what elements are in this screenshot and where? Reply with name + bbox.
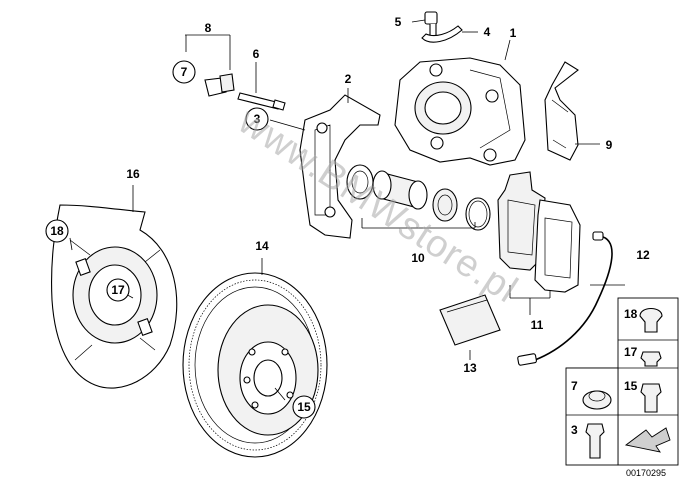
brake-pad-set <box>497 171 581 293</box>
arrow-icon <box>624 427 671 453</box>
callout-7-circle <box>172 60 196 84</box>
callout-14: 14 <box>255 239 269 253</box>
callout-15: 15 <box>297 400 311 414</box>
diagram-code: 00170295 <box>626 468 666 478</box>
callout-11: 11 <box>531 318 544 332</box>
callout-9: 9 <box>606 138 613 152</box>
legend-17: 17 <box>624 345 638 359</box>
callout-10: 10 <box>411 251 425 265</box>
piston-kit <box>346 164 491 231</box>
callout-17-circle <box>106 278 130 302</box>
callout-13: 13 <box>463 361 477 375</box>
grease-sachet <box>439 294 501 346</box>
anti-rattle-spring <box>544 61 579 161</box>
callout-6: 6 <box>253 47 260 61</box>
callout-18: 18 <box>50 224 64 238</box>
fastener-legend: 18 17 7 15 3 <box>565 297 679 466</box>
callout-18-circle <box>45 219 69 243</box>
brake-caliper <box>394 57 526 166</box>
legend-7: 7 <box>571 379 578 393</box>
wear-sensor <box>517 231 613 366</box>
callout-8: 8 <box>205 21 212 35</box>
callout-labels: 8 6 7 3 2 5 4 1 9 10 11 12 13 14 15 16 1… <box>45 15 650 419</box>
legend-18: 18 <box>624 307 638 321</box>
callout-5: 5 <box>395 15 402 29</box>
guide-bolt <box>237 92 286 111</box>
callout-17: 17 <box>111 283 125 297</box>
legend-3: 3 <box>571 423 578 437</box>
guide-sleeve <box>204 73 235 97</box>
callout-2: 2 <box>345 72 352 86</box>
callout-3: 3 <box>254 112 261 126</box>
lead-lines <box>69 19 625 401</box>
callout-12: 12 <box>636 248 650 262</box>
legend-15: 15 <box>624 379 638 393</box>
callout-15-circle <box>292 395 316 419</box>
callout-16: 16 <box>126 167 140 181</box>
bleeder-valve <box>421 11 463 43</box>
callout-7: 7 <box>181 65 188 79</box>
caliper-carrier <box>299 94 381 239</box>
callout-3-circle <box>245 107 269 131</box>
brake-disc <box>182 272 328 458</box>
callout-1: 1 <box>510 26 517 40</box>
callout-4: 4 <box>484 25 491 39</box>
